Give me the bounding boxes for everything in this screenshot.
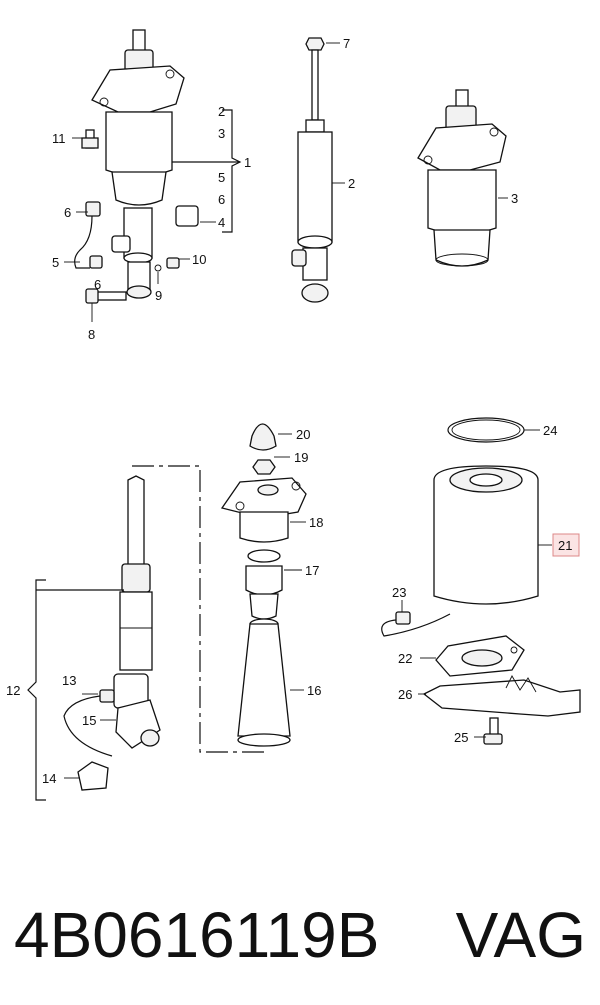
callout-5: 5 (218, 170, 225, 185)
brand-name: VAG (455, 899, 586, 971)
callout-21-highlight (552, 533, 580, 557)
callout-21: 21 (558, 538, 572, 553)
callout-20: 20 (296, 427, 310, 442)
callout-23: 23 (392, 585, 406, 600)
small-parts-top-left (74, 129, 199, 304)
callout-2: 2 (218, 104, 225, 119)
part-number: 4B0616119B (14, 899, 380, 971)
callout-18: 18 (309, 515, 323, 530)
callout-9: 9 (155, 288, 162, 303)
callout-1: 1 (244, 155, 251, 170)
callout-24: 24 (543, 423, 557, 438)
callout-22: 22 (398, 651, 412, 666)
air-spring-21 (381, 417, 581, 745)
shock-absorber-2 (291, 37, 333, 303)
callout-15: 15 (82, 713, 96, 728)
callout-26: 26 (398, 687, 412, 702)
callout-14: 14 (42, 771, 56, 786)
callout-2-shock: 2 (348, 176, 355, 191)
top-mount-parts (220, 423, 307, 747)
callout-16: 16 (307, 683, 321, 698)
callout-11: 11 (52, 131, 66, 146)
callout-10: 10 (192, 252, 206, 267)
callout-4: 4 (218, 215, 225, 230)
strut-assembly-12 (63, 475, 161, 791)
callout-13: 13 (62, 673, 76, 688)
callout-7: 7 (343, 36, 350, 51)
footer: 4B0616119B VAG (0, 880, 600, 990)
strut-assembly-1 (91, 29, 185, 299)
callout-3-strut: 3 (511, 191, 518, 206)
exploded-parts-diagram: 1 2 3 5 6 4 11 6 5 6 10 9 8 7 2 3 20 19 … (6, 29, 581, 801)
callout-25: 25 (454, 730, 468, 745)
callout-5-left: 5 (52, 255, 59, 270)
callout-3: 3 (218, 126, 225, 141)
callout-6-left: 6 (64, 205, 71, 220)
air-strut-3 (417, 89, 507, 267)
callout-6: 6 (218, 192, 225, 207)
callout-19: 19 (294, 450, 308, 465)
callout-labels: 1 2 3 5 6 4 11 6 5 6 10 9 8 7 2 3 20 19 … (6, 36, 572, 786)
callout-8: 8 (88, 327, 95, 342)
callout-12: 12 (6, 683, 20, 698)
callout-17: 17 (305, 563, 319, 578)
callout-6-lower: 6 (94, 277, 101, 292)
